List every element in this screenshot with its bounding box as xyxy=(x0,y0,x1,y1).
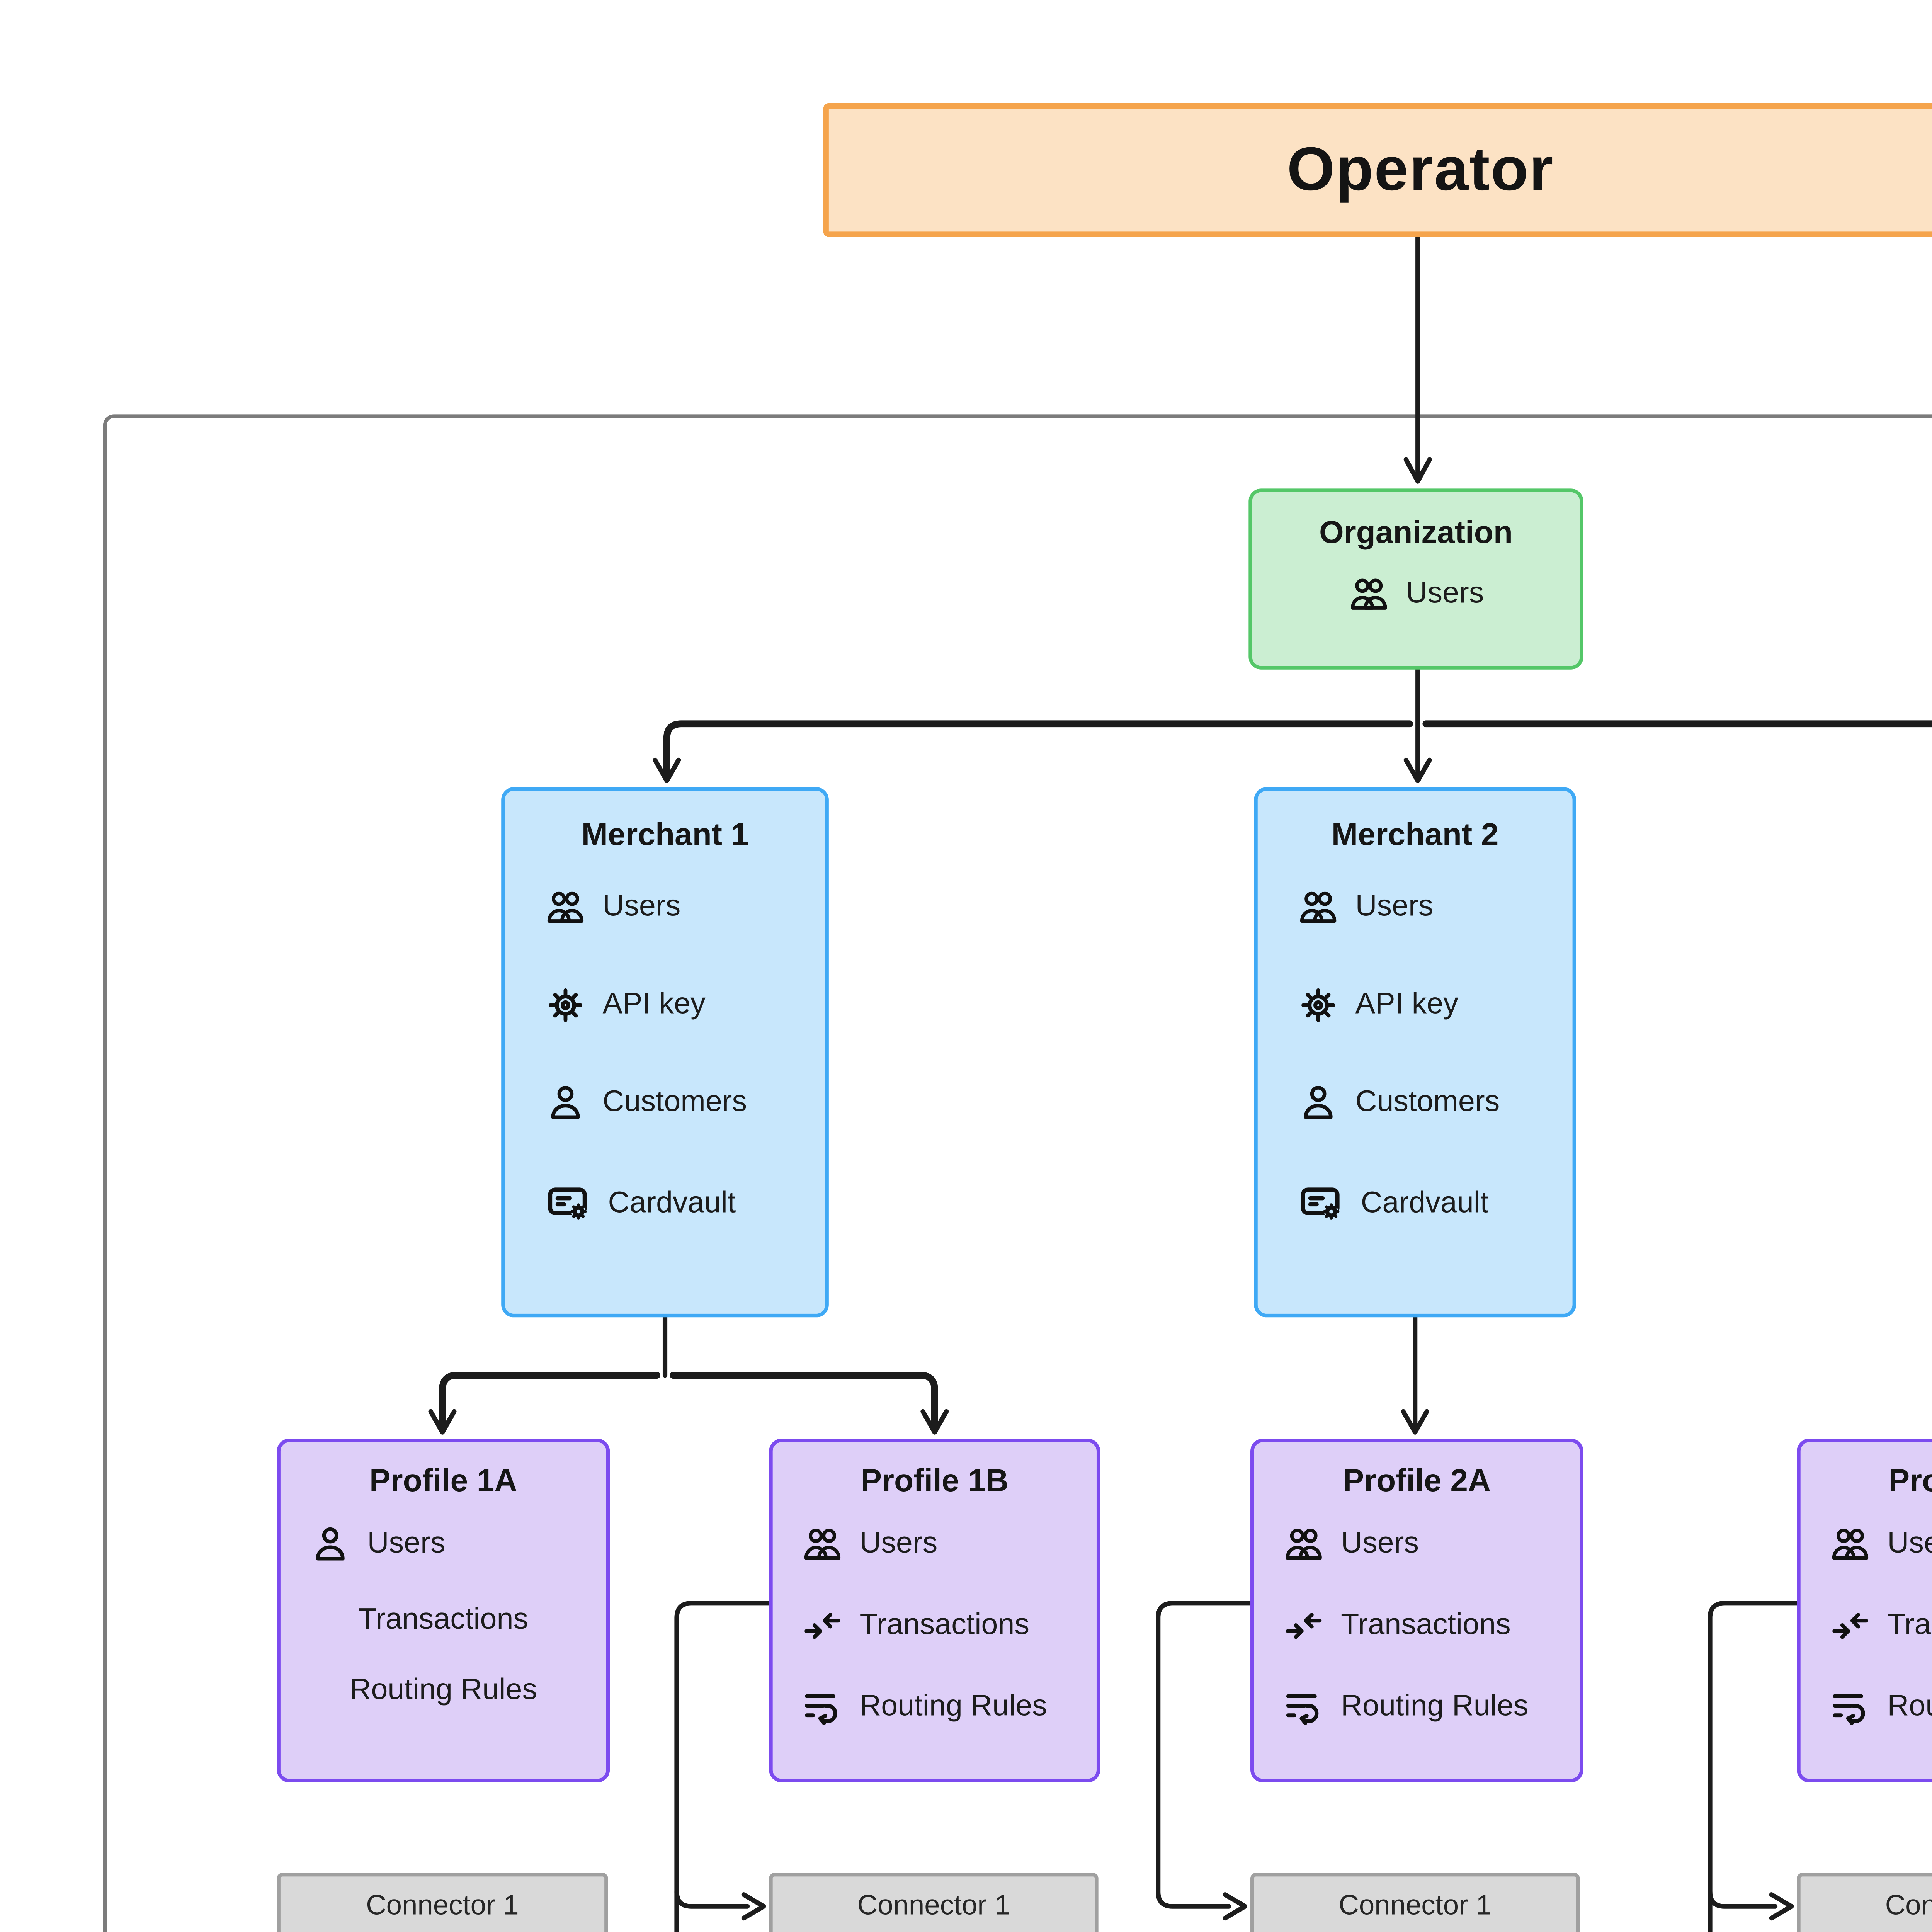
row-label: Users xyxy=(1887,1527,1932,1561)
merchant-1-customers-row: Customers xyxy=(545,1082,825,1124)
operator-title: Operator xyxy=(1287,134,1554,204)
merchant-1-apikey-row: API key xyxy=(545,985,825,1026)
row-label: Transactions xyxy=(1341,1609,1511,1642)
row-label: Users xyxy=(1341,1527,1419,1561)
profile-1a-box: Profile 1A Users Transactions Routing Ru… xyxy=(277,1439,610,1782)
cardvault-icon xyxy=(1298,1180,1345,1227)
profile-1a-users-row: Users xyxy=(310,1524,606,1565)
row-label: Customers xyxy=(602,1086,747,1119)
row-label: Cardvault xyxy=(1361,1186,1489,1219)
profile-3a-users-row: Users xyxy=(1830,1524,1932,1565)
profile-1b-users-row: Users xyxy=(802,1524,1097,1565)
merchant-2-box: Merchant 2 Users API key Customers Cardv… xyxy=(1254,787,1576,1318)
merchant-2-users-row: Users xyxy=(1298,887,1573,929)
profile-1b-transactions-row: Transactions xyxy=(802,1605,1097,1647)
users-icon xyxy=(1348,574,1390,616)
users-icon xyxy=(802,1524,844,1565)
user-icon xyxy=(310,1524,351,1565)
connector-box: Connector 1 xyxy=(1250,1873,1580,1932)
row-label: Routing Rules xyxy=(349,1673,537,1706)
profile-1b-box: Profile 1B Users Transactions Routing Ru… xyxy=(769,1439,1100,1782)
routing-rules-icon xyxy=(802,1687,844,1728)
row-label: Cardvault xyxy=(608,1186,736,1219)
profile-2a-box: Profile 2A Users Transactions Routing Ru… xyxy=(1250,1439,1583,1782)
profile-1b-routing-row: Routing Rules xyxy=(802,1687,1097,1728)
row-label: Transactions xyxy=(1887,1609,1932,1642)
organization-users-row: Users xyxy=(1348,574,1484,616)
users-icon xyxy=(1283,1524,1325,1565)
organization-title: Organization xyxy=(1319,514,1513,550)
profile-2a-transactions-row: Transactions xyxy=(1283,1605,1580,1647)
connector-label: Connector 1 xyxy=(366,1890,519,1921)
profile-1a-title: Profile 1A xyxy=(369,1462,517,1498)
merchant-2-cardvault-row: Cardvault xyxy=(1298,1180,1573,1227)
row-label: Routing Rules xyxy=(1887,1690,1932,1723)
row-label: Transactions xyxy=(358,1603,529,1636)
transactions-icon xyxy=(1283,1605,1325,1647)
profile-2a-users-row: Users xyxy=(1283,1524,1580,1565)
row-label: Users xyxy=(1355,891,1434,923)
profile-1a-transactions-row: Transactions xyxy=(310,1605,606,1635)
profile-3a-box: Profile 3A Users Transactions Routing Ru… xyxy=(1797,1439,1932,1782)
merchant-2-apikey-row: API key xyxy=(1298,985,1573,1026)
profile-3a-routing-row: Routing Rules xyxy=(1830,1687,1932,1728)
users-icon xyxy=(545,887,587,929)
connector-box: Connector 1 xyxy=(277,1873,608,1932)
connector-label: Connector 1 xyxy=(1885,1890,1932,1921)
operator-box: Operator xyxy=(823,103,1932,237)
organization-users-label: Users xyxy=(1406,578,1484,611)
merchant-2-title: Merchant 2 xyxy=(1331,816,1499,852)
gear-icon xyxy=(1298,985,1339,1026)
user-icon xyxy=(545,1082,587,1124)
row-label: Users xyxy=(859,1527,938,1561)
row-label: Routing Rules xyxy=(859,1690,1047,1723)
cardvault-icon xyxy=(545,1180,592,1227)
row-label: Routing Rules xyxy=(1341,1690,1529,1723)
row-label: Users xyxy=(367,1527,446,1561)
users-icon xyxy=(1830,1524,1871,1565)
profile-2a-routing-row: Routing Rules xyxy=(1283,1687,1580,1728)
connector-box: Connector 1 xyxy=(1797,1873,1932,1932)
routing-rules-icon xyxy=(1830,1687,1871,1728)
gear-icon xyxy=(545,985,587,1026)
users-icon xyxy=(1298,887,1339,929)
row-label: API key xyxy=(602,988,706,1021)
transactions-icon xyxy=(1830,1605,1871,1647)
profile-1a-routing-row: Routing Rules xyxy=(310,1675,606,1704)
user-icon xyxy=(1298,1082,1339,1124)
profile-2a-title: Profile 2A xyxy=(1343,1462,1491,1498)
connector-label: Connector 1 xyxy=(857,1890,1010,1921)
merchant-1-users-row: Users xyxy=(545,887,825,929)
merchant-1-box: Merchant 1 Users API key Customers Cardv… xyxy=(501,787,829,1318)
row-label: Transactions xyxy=(859,1609,1029,1642)
connector-box: Connector 1 xyxy=(769,1873,1099,1932)
row-label: Customers xyxy=(1355,1086,1500,1119)
merchant-1-title: Merchant 1 xyxy=(581,816,749,852)
routing-rules-icon xyxy=(1283,1687,1325,1728)
profile-3a-transactions-row: Transactions xyxy=(1830,1605,1932,1647)
profile-3a-title: Profile 3A xyxy=(1888,1462,1932,1498)
profile-1b-title: Profile 1B xyxy=(861,1462,1009,1498)
merchant-1-cardvault-row: Cardvault xyxy=(545,1180,825,1227)
transactions-icon xyxy=(802,1605,844,1647)
organization-box: Organization Users xyxy=(1248,488,1583,670)
connector-label: Connector 1 xyxy=(1338,1890,1492,1921)
merchant-2-customers-row: Customers xyxy=(1298,1082,1573,1124)
row-label: API key xyxy=(1355,988,1458,1021)
row-label: Users xyxy=(602,891,681,923)
